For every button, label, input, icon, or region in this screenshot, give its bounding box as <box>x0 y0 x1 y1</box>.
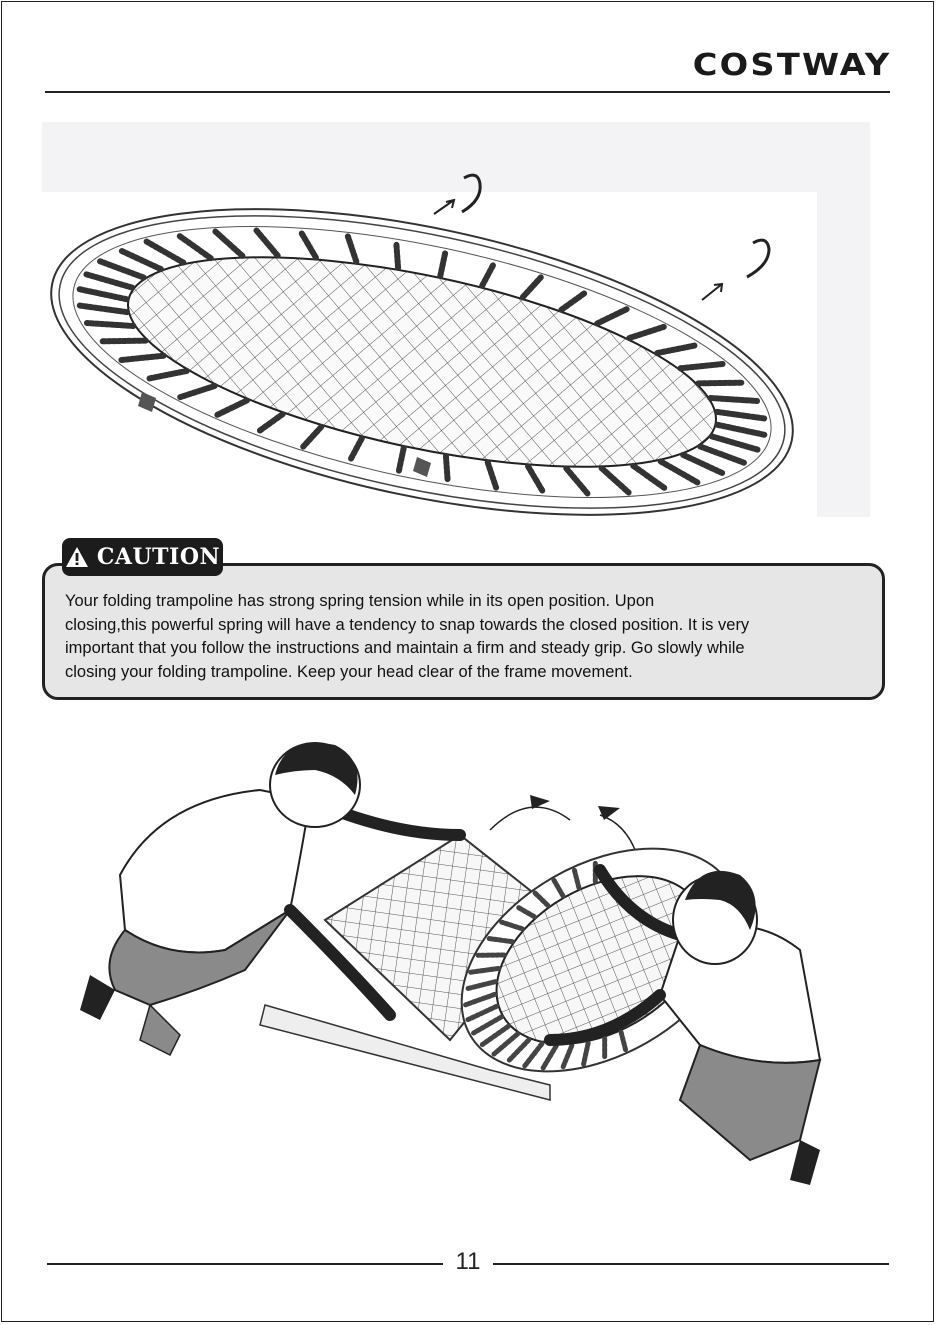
page-number: 11 <box>455 1248 481 1275</box>
caution-text: Your folding trampoline has strong sprin… <box>65 590 865 684</box>
caution-line: closing,this powerful spring will have a… <box>65 615 750 634</box>
caution-title: CAUTION <box>96 544 221 570</box>
warning-triangle-icon <box>65 547 88 567</box>
caution-label: CAUTION <box>62 538 223 576</box>
caution-box <box>42 563 885 700</box>
open-trampoline-illustration <box>42 122 870 517</box>
brand-logo: COSTWAY <box>692 48 891 83</box>
caution-line: closing your folding trampoline. Keep yo… <box>65 662 633 681</box>
header-divider <box>45 91 890 93</box>
caution-line: Your folding trampoline has strong sprin… <box>65 592 655 610</box>
caution-line: important that you follow the instructio… <box>65 639 745 657</box>
footer-divider-right <box>493 1263 889 1265</box>
folding-trampoline-illustration <box>80 742 822 1185</box>
footer-divider-left <box>47 1263 443 1265</box>
